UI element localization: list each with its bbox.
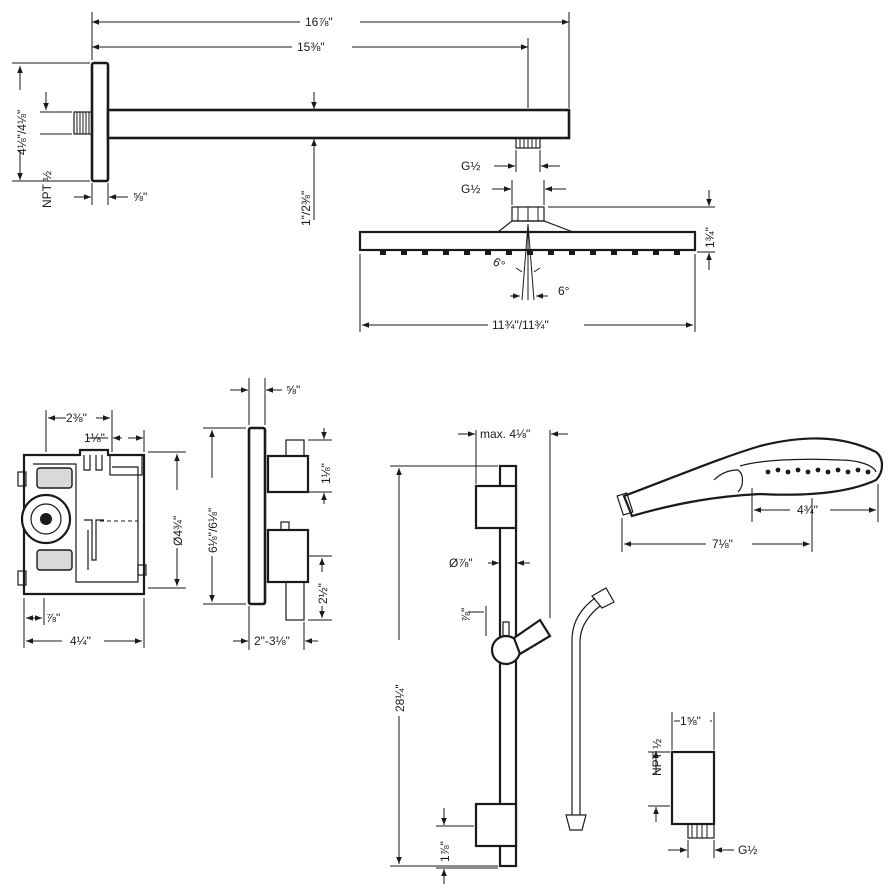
shower-head-drawing: G½ 1¾" 6° 6° 11¾"/11¾" <box>358 180 717 332</box>
dim-hand-face-length: 4¾" <box>797 503 818 517</box>
dim-valve-width-bottom: 4¼" <box>70 634 91 648</box>
spray-nozzle <box>765 469 771 475</box>
arm-body <box>106 108 571 140</box>
head-nozzle <box>464 250 470 255</box>
dim-trim-plate-height: 6⅛"/6⅛" <box>206 508 220 553</box>
spray-nozzle <box>795 467 801 473</box>
wall-bar-rail <box>498 464 518 868</box>
dim-trim-wall-depth: 2"-3⅛" <box>254 634 290 648</box>
dim-trim-plate-depth: ⅝" <box>286 383 300 397</box>
valve-port-top <box>36 467 73 489</box>
valve-port-bottom <box>36 549 73 571</box>
hand-shower-body <box>622 437 884 518</box>
shower-arm-drawing: 16⅞" 15⅜" 4⅛"/4⅛" NPT ½ ⅝" 1"/2⅜" G <box>12 12 571 226</box>
head-nozzle <box>674 250 680 255</box>
dim-bar-projection: max. 4⅛" <box>480 427 530 441</box>
head-dome <box>497 220 574 233</box>
spray-nozzle <box>815 467 821 473</box>
wall-outlet-body <box>670 750 716 826</box>
dim-head-angle-left: 6° <box>491 254 508 272</box>
hose-connector-bottom <box>565 814 587 831</box>
head-nozzle <box>548 250 554 255</box>
dim-arm-outlet-thread: G½ <box>461 159 480 173</box>
head-nozzle <box>506 250 512 255</box>
spray-nozzle <box>785 469 791 475</box>
head-nozzle <box>611 250 617 255</box>
valve-stub-bottom <box>17 570 27 586</box>
dim-bar-length: 28¼" <box>393 684 407 712</box>
trim-plate <box>247 426 267 606</box>
dim-head-height: 1¾" <box>703 227 717 248</box>
hose-line-outer <box>571 597 596 815</box>
trim-handle-upper <box>266 454 310 494</box>
dim-trim-handle-height: 1⅛" <box>319 463 333 484</box>
spray-nozzle <box>835 467 841 473</box>
valve-inner-outline <box>33 463 139 583</box>
dim-outlet-width: 1⅝" <box>680 714 701 728</box>
dim-bar-bottom-offset: 1⅞" <box>438 841 452 862</box>
valve-stem <box>40 513 52 525</box>
hose-drawing <box>565 587 615 831</box>
trim-drawing: ⅝" 6⅛"/6⅛" 1⅛" 2½" 2"-3⅛" <box>203 378 333 650</box>
valve-stub-top <box>17 471 27 487</box>
dim-head-inlet-thread: G½ <box>461 182 480 196</box>
head-nozzle <box>443 250 449 255</box>
dim-arm-outlet-distance: 15⅜" <box>297 40 325 54</box>
wall-outlet-drawing: 1⅝" NPT ½ G½ <box>648 712 757 858</box>
spray-nozzle <box>865 469 871 475</box>
head-nozzle <box>653 250 659 255</box>
dim-head-width: 11¾"/11¾" <box>492 318 549 332</box>
head-nozzle <box>485 250 491 255</box>
dim-arm-height: 1"/2⅜" <box>299 191 313 226</box>
spray-nozzle <box>825 469 831 475</box>
head-nozzle <box>401 250 407 255</box>
dim-arm-inlet-thread: NPT ½ <box>40 171 54 208</box>
wall-bar-bracket-top <box>474 484 518 530</box>
head-nozzle <box>569 250 575 255</box>
trim-handle-lower <box>266 528 310 584</box>
head-nozzle <box>380 250 386 255</box>
dim-trim-handle-spacing: 2½" <box>316 583 330 604</box>
arm-wall-flange <box>90 61 110 183</box>
head-nozzle <box>632 250 638 255</box>
dim-arm-flange-height: 4⅛"/4⅛" <box>15 110 29 155</box>
hose-line-inner <box>579 605 601 815</box>
spray-nozzle <box>775 467 781 473</box>
dim-arm-overall-length: 16⅞" <box>305 15 333 29</box>
dim-outlet-thread: G½ <box>738 843 757 857</box>
dim-bar-holder-offset: ⅞" <box>459 608 473 622</box>
wall-outlet-nipple <box>687 823 715 839</box>
head-nozzle <box>590 250 596 255</box>
wall-bar-drawing: max. 4⅛" Ø⅞" ⅞" 28¼" 1⅞" <box>390 427 568 884</box>
dim-outlet-inlet-thread: NPT ½ <box>650 739 664 776</box>
rough-valve-drawing: 2⅜" 1⅛" Ø4¾" ⅞" 4¼" <box>17 410 186 648</box>
dim-arm-flange-depth: ⅝" <box>133 190 147 204</box>
dim-hand-overall-length: 7⅛" <box>712 537 733 551</box>
hand-shower-drawing: 4¾" 7⅛" <box>616 437 884 552</box>
head-nozzle <box>422 250 428 255</box>
hand-shower-spray-face <box>765 467 871 475</box>
dim-valve-diameter: Ø4¾" <box>171 516 185 546</box>
dim-valve-width-top: 2⅜" <box>66 411 87 425</box>
dim-bar-diameter: Ø⅞" <box>449 556 473 570</box>
dim-valve-offset-top: 1⅛" <box>84 431 105 445</box>
wall-bar-bracket-bottom <box>474 802 518 848</box>
dim-head-angle-right: 6° <box>558 284 570 298</box>
spray-nozzle <box>805 469 811 475</box>
dim-valve-offset-bottom: ⅞" <box>46 611 60 625</box>
spray-nozzle <box>855 467 861 473</box>
spray-nozzle <box>845 469 851 475</box>
wall-bar-holder <box>512 618 552 656</box>
hand-shower-inlet <box>616 492 634 516</box>
hose-connector-top <box>591 587 615 609</box>
